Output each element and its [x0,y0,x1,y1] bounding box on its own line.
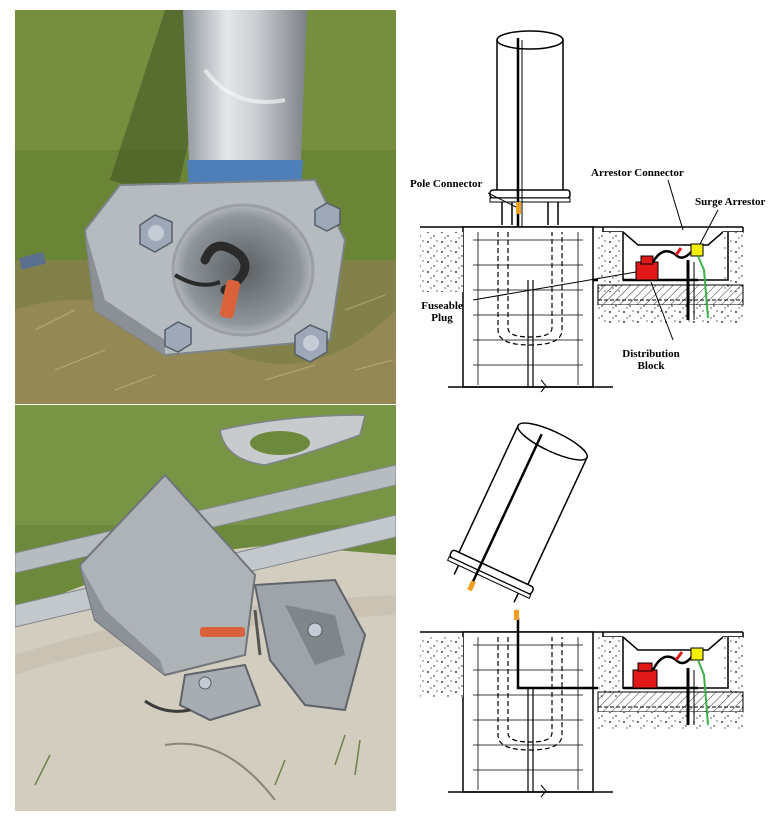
label-arrestor-connector: Arrestor Connector [591,167,684,179]
upper-diagram [420,30,744,393]
lower-diagram [420,618,744,798]
falling-pole [446,422,589,603]
label-distribution-block-line1: Distribution [622,348,680,360]
anchor-bolt [314,202,341,232]
label-fuseable-plug-line2: Plug [431,312,453,324]
label-distribution-block: Distribution Block [616,348,686,372]
photo-pole-base [15,10,396,404]
leader-lines [472,179,719,341]
label-pole-connector: Pole Connector [410,178,483,190]
distribution-block [635,255,659,281]
anchor-bolt [139,214,173,253]
ground-wire [697,255,709,319]
anchor-bolt [294,324,328,363]
label-surge-arrestor: Surge Arrestor [695,196,766,208]
fuseable-plug-photo [200,627,245,637]
arrestor-connector [674,247,683,256]
schematic-diagram: Pole Connector Arrestor Connector Surge … [398,0,781,818]
surge-arrestor [690,243,704,257]
label-fuseable-plug-line1: Fuseable [421,300,463,312]
photo-broken-base [15,405,396,811]
pole-connector [516,202,521,214]
fuseable-plug-photo [219,279,241,319]
pole-connector-lower [514,610,519,620]
label-distribution-block-line2: Block [637,360,665,372]
surge-arrestor-lower [690,647,704,661]
anchor-bolt [164,321,192,353]
distribution-block-lower [632,662,658,689]
label-fuseable-plug: Fuseable Plug [416,300,468,324]
